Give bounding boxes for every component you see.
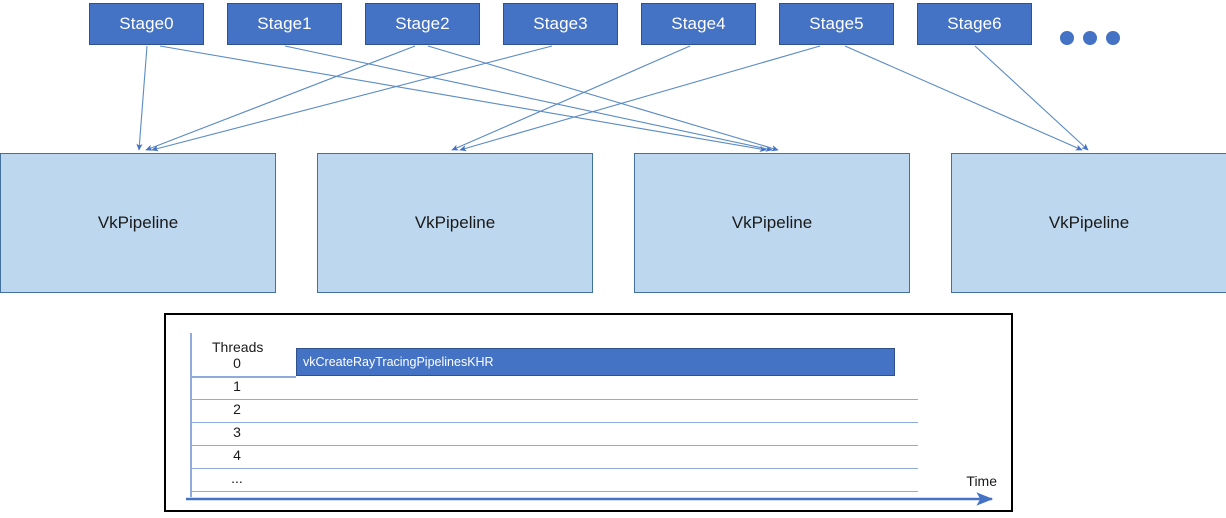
ellipsis-icon	[1060, 30, 1120, 46]
pipeline-box-3[interactable]: VkPipeline	[951, 153, 1226, 293]
thread-row-separator	[190, 422, 918, 423]
stage-pipeline-edge	[451, 45, 691, 151]
stage-box-3[interactable]: Stage3	[503, 3, 618, 45]
pipeline-label: VkPipeline	[731, 213, 813, 232]
pipeline-box-1[interactable]: VkPipeline	[317, 153, 593, 293]
thread-timeline-panel: Threads 0 1 2 3 4... vkCreateRayTracingPipel…	[164, 313, 1013, 512]
stage-pipeline-edge	[459, 45, 821, 152]
stage-box-4[interactable]: Stage4	[641, 3, 756, 45]
thread-row-label-more: ...	[231, 470, 243, 486]
stage-pipeline-edge	[974, 45, 1089, 151]
stage-label: Stage5	[809, 14, 864, 33]
pipeline-box-0[interactable]: VkPipeline	[0, 153, 276, 293]
time-axis-label: Time	[966, 473, 997, 489]
ellipsis-dot	[1060, 31, 1074, 45]
stage-pipeline-edge	[136, 45, 148, 151]
pipeline-label: VkPipeline	[97, 213, 179, 232]
stage-pipeline-edge	[151, 45, 553, 152]
thread-row-separator	[190, 468, 918, 469]
stage-label: Stage0	[119, 14, 174, 33]
thread-row-label-0: 0	[233, 355, 241, 371]
stage-label: Stage2	[395, 14, 450, 33]
stage-label: Stage6	[947, 14, 1002, 33]
thread-row-separator	[190, 445, 918, 446]
gantt-bar-label: vkCreateRayTracingPipelinesKHR	[303, 355, 494, 369]
stage-box-2[interactable]: Stage2	[365, 3, 480, 45]
thread-row-separator	[190, 376, 296, 378]
threads-header-label: Threads	[212, 339, 264, 355]
time-axis-arrow	[186, 492, 994, 506]
threads-axis-line	[190, 333, 192, 497]
thread-row-label-2: 2	[233, 401, 241, 417]
ellipsis-dot	[1106, 31, 1120, 45]
stage-box-6[interactable]: Stage6	[917, 3, 1032, 45]
thread-row-label-3: 3	[233, 424, 241, 440]
stage-pipeline-edge	[145, 45, 416, 151]
stage-pipeline-edge	[844, 45, 1083, 151]
stage-box-0[interactable]: Stage0	[89, 3, 204, 45]
thread-row-label-1: 1	[233, 378, 241, 394]
ellipsis-dot	[1083, 31, 1097, 45]
thread-row-label-4: 4	[233, 447, 241, 463]
stage-box-1[interactable]: Stage1	[227, 3, 342, 45]
stage-pipeline-edge	[284, 45, 773, 152]
stage-pipeline-edge	[159, 45, 767, 152]
stage-label: Stage1	[257, 14, 312, 33]
stage-label: Stage3	[533, 14, 588, 33]
pipeline-box-2[interactable]: VkPipeline	[634, 153, 910, 293]
thread-row-separator	[190, 399, 918, 400]
thread-row-separator	[190, 491, 918, 492]
gantt-bar-thread-0[interactable]: vkCreateRayTracingPipelinesKHR	[296, 348, 895, 376]
stage-pipeline-edge	[427, 45, 779, 152]
stage-label: Stage4	[671, 14, 726, 33]
timeline-inner: Threads 0 1 2 3 4... vkCreateRayTracingPipel…	[166, 315, 1011, 510]
stage-box-5[interactable]: Stage5	[779, 3, 894, 45]
pipeline-label: VkPipeline	[414, 213, 496, 232]
pipeline-label: VkPipeline	[1048, 213, 1130, 232]
